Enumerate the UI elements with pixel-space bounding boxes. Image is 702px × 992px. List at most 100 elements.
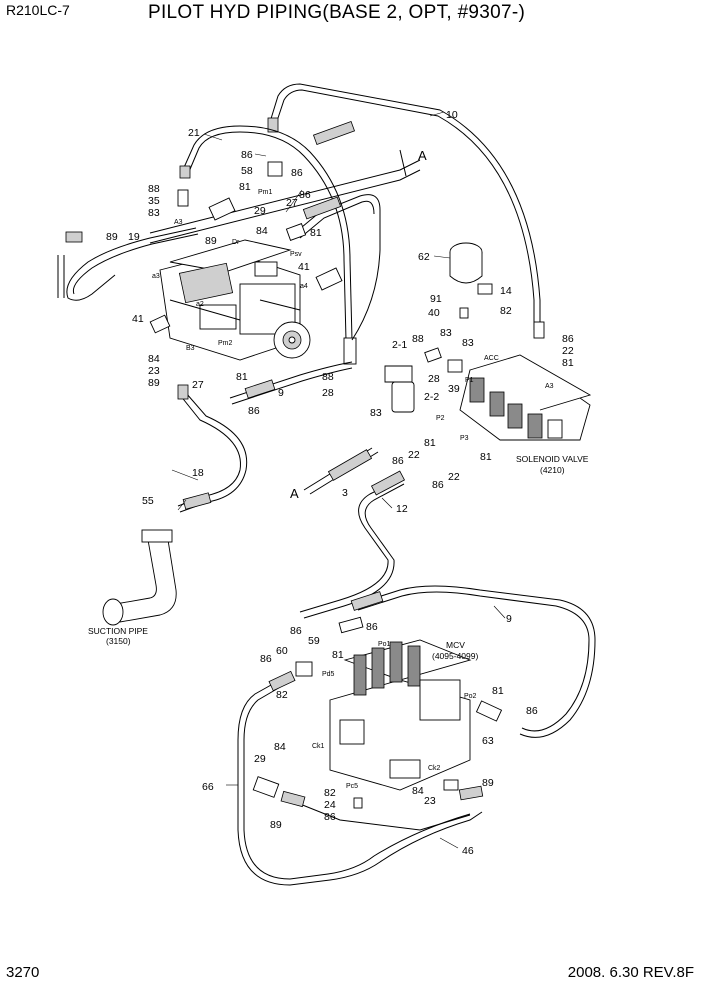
solenoid-valve-caption: SOLENOID VALVE xyxy=(516,454,589,464)
part-number: 10 xyxy=(446,109,458,121)
part-number: 86 xyxy=(562,333,574,345)
part-number: 40 xyxy=(428,307,440,319)
part-number: 86 xyxy=(260,653,272,665)
mcv-caption: MCV xyxy=(446,640,465,650)
revision-date: 2008. 6.30 REV.8F xyxy=(567,964,694,981)
part-number: 39 xyxy=(448,383,460,395)
hose-10 xyxy=(267,83,545,339)
part-number: 89 xyxy=(148,377,160,389)
lower-fittings xyxy=(252,616,503,809)
port-label: Po1 xyxy=(378,641,391,648)
port-label: A3 xyxy=(174,219,183,226)
part-number: 89 xyxy=(205,235,217,247)
port-label: a2 xyxy=(196,301,204,308)
part-number: 46 xyxy=(462,845,474,857)
port-label: Psv xyxy=(290,251,302,258)
part-number: 88 xyxy=(148,183,160,195)
part-number: 29 xyxy=(254,753,266,765)
hose-upper-center xyxy=(295,120,381,341)
suction-pipe xyxy=(102,529,177,626)
model-code: R210LC-7 xyxy=(6,2,70,18)
port-label: P3 xyxy=(460,435,469,442)
part-number: 22 xyxy=(408,449,420,461)
part-number: 9 xyxy=(278,387,284,399)
part-number: 41 xyxy=(298,261,310,273)
part-number: 23 xyxy=(148,365,160,377)
port-label: Pd5 xyxy=(322,671,335,678)
hose-19 xyxy=(57,227,199,301)
part-number: 89 xyxy=(270,819,282,831)
part-number: 22 xyxy=(448,471,460,483)
part-number: 89 xyxy=(482,777,494,789)
part-number: 28 xyxy=(322,387,334,399)
part-number: 83 xyxy=(440,327,452,339)
port-label: ACC xyxy=(484,355,499,362)
part-number: 81 xyxy=(236,371,248,383)
part-number: 81 xyxy=(562,357,574,369)
solenoid-valve xyxy=(459,354,592,441)
suction-pipe-ref: (3150) xyxy=(106,636,131,646)
part-number: 3 xyxy=(342,487,348,499)
part-number: 14 xyxy=(500,285,512,297)
hose-18 xyxy=(177,384,248,513)
part-number: 2-2 xyxy=(424,391,439,403)
part-number: 27 xyxy=(286,197,298,209)
part-number: 86 xyxy=(241,149,253,161)
part-number: 82 xyxy=(500,305,512,317)
part-number: 89 xyxy=(106,231,118,243)
main-pump xyxy=(159,239,311,361)
port-label: A3 xyxy=(545,383,554,390)
accumulator xyxy=(449,242,493,319)
mcv-control-valve xyxy=(329,639,472,791)
leader-lines xyxy=(171,111,506,849)
part-number: 86 xyxy=(366,621,378,633)
port-label: Po2 xyxy=(464,693,477,700)
part-number: 22 xyxy=(562,345,574,357)
part-number: 29 xyxy=(254,205,266,217)
part-number: 86 xyxy=(290,625,302,637)
part-number: 86 xyxy=(324,811,336,823)
part-number: 12 xyxy=(396,503,408,515)
part-number: 59 xyxy=(308,635,320,647)
section-mark-a-upper: A xyxy=(418,148,427,163)
part-number: 81 xyxy=(310,227,322,239)
part-number: 19 xyxy=(128,231,140,243)
part-number: 63 xyxy=(482,735,494,747)
part-number: 86 xyxy=(291,167,303,179)
hose-66-46 xyxy=(237,670,484,886)
part-number: 55 xyxy=(142,495,154,507)
part-number: 18 xyxy=(192,467,204,479)
pump-fittings xyxy=(149,161,343,334)
part-number: 81 xyxy=(332,649,344,661)
part-number: 86 xyxy=(526,705,538,717)
part-number: 66 xyxy=(202,781,214,793)
part-number: 84 xyxy=(148,353,160,365)
part-number: 2-1 xyxy=(392,339,407,351)
hose-9-lower xyxy=(350,585,596,738)
part-number: 41 xyxy=(132,313,144,325)
part-number: 24 xyxy=(324,799,336,811)
port-label: B3 xyxy=(186,345,195,352)
port-label: a3 xyxy=(152,273,160,280)
part-number: 82 xyxy=(324,787,336,799)
section-mark-a-lower: A xyxy=(290,486,299,501)
page-title: PILOT HYD PIPING(BASE 2, OPT, #9307-) xyxy=(148,2,526,23)
hose-9-upper xyxy=(229,361,353,405)
part-number: 21 xyxy=(188,127,200,139)
part-number: 35 xyxy=(148,195,160,207)
port-label: a4 xyxy=(300,283,308,290)
port-label: P2 xyxy=(436,415,445,422)
part-number: 83 xyxy=(148,207,160,219)
page-number: 3270 xyxy=(6,964,40,981)
mcv-ref: (4095-4099) xyxy=(432,651,478,661)
part-number: 27 xyxy=(192,379,204,391)
part-number: 60 xyxy=(276,645,288,657)
line-filter xyxy=(384,347,463,413)
part-number: 84 xyxy=(274,741,286,753)
part-number: 83 xyxy=(462,337,474,349)
part-number: 86 xyxy=(392,455,404,467)
part-number: 84 xyxy=(412,785,424,797)
hose-21 xyxy=(179,125,357,365)
part-number: 23 xyxy=(424,795,436,807)
